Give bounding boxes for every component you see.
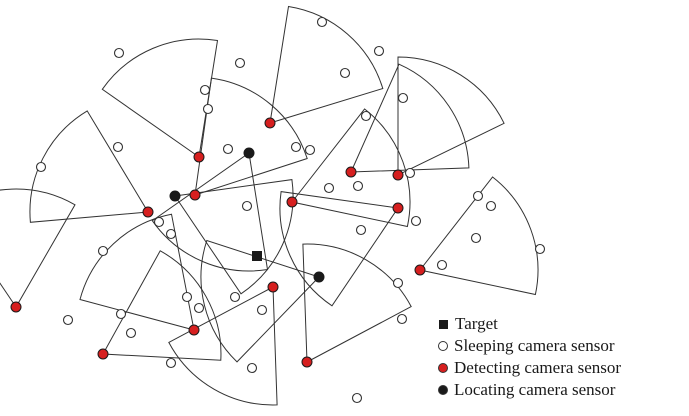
sleeping-sensor-1 [113, 47, 125, 59]
sleeping-sensor-11 [202, 103, 214, 115]
sleeping-sensor-25 [436, 259, 448, 271]
sensing-sector-5 [269, 5, 384, 124]
legend-label-detecting: Detecting camera sensor [454, 358, 622, 377]
locating-camera-16 [243, 147, 255, 159]
sleeping-sensor-32 [181, 291, 193, 303]
sleeping-sensor-6 [360, 110, 372, 122]
target-square-icon [439, 319, 448, 329]
sleeping-sensor-16 [241, 200, 253, 212]
target-marker-group [252, 251, 262, 261]
sleeping-sensor-7 [397, 92, 409, 104]
sleeping-sensor-30 [62, 314, 74, 326]
sleeping-sensor-24 [355, 224, 367, 236]
sensing-sector-13 [79, 213, 195, 331]
legend-item-sleeping: Sleeping camera sensor [438, 335, 686, 357]
legend-item-locating: Locating camera sensor [438, 379, 686, 401]
sensing-sector-1 [0, 188, 76, 308]
active-cameras [10, 117, 426, 368]
sleeping-sensors [35, 16, 546, 404]
sleeping-sensor-8 [112, 141, 124, 153]
sensing-sector-14 [102, 250, 222, 361]
sleeping-sensor-17 [352, 180, 364, 192]
sensing-sector-8 [397, 56, 505, 176]
legend-item-detecting: Detecting camera sensor [438, 357, 686, 379]
detecting-camera-3 [193, 151, 205, 163]
legend: Target Sleeping camera sensor Detecting … [438, 313, 686, 401]
sleeping-sensor-9 [35, 161, 47, 173]
sleeping-sensor-2 [234, 57, 246, 69]
detecting-camera-13 [188, 324, 200, 336]
sleeping-sensor-27 [153, 216, 165, 228]
sleeping-sensor-34 [165, 357, 177, 369]
locating-camera-17 [313, 271, 325, 283]
sensing-sector-11 [302, 243, 412, 363]
sleeping-sensor-40 [351, 392, 363, 404]
sensing-sector-3 [101, 38, 219, 158]
sleeping-sensor-19 [472, 190, 484, 202]
sleeping-sensor-12 [222, 143, 234, 155]
sleeping-sensor-33 [193, 302, 205, 314]
sensing-sector-4 [194, 77, 308, 196]
legend-item-target: Target [438, 313, 686, 335]
sleeping-sensor-37 [392, 277, 404, 289]
detecting-camera-11 [301, 356, 313, 368]
sleeping-sensor-35 [229, 291, 241, 303]
sleeping-sensor-28 [97, 245, 109, 257]
sensing-sector-7 [350, 63, 470, 173]
sensing-sector-12 [168, 286, 278, 406]
detecting-camera-5 [264, 117, 276, 129]
sensing-sector-15 [174, 179, 294, 295]
detecting-sensor-circle-icon [438, 363, 448, 373]
sleeping-sensor-23 [410, 215, 422, 227]
sleeping-sensor-20 [485, 200, 497, 212]
sleeping-sensor-3 [316, 16, 328, 28]
sleeping-sensor-5 [373, 45, 385, 57]
sleeping-sensor-38 [396, 313, 408, 325]
sleeping-sensor-21 [470, 232, 482, 244]
sleeping-sensor-31 [125, 327, 137, 339]
legend-label-sleeping: Sleeping camera sensor [454, 336, 615, 355]
legend-label-locating: Locating camera sensor [454, 380, 616, 399]
detecting-camera-14 [97, 348, 109, 360]
sensing-sector-17 [200, 239, 320, 363]
sleeping-sensor-29 [115, 308, 127, 320]
sleeping-sensor-39 [246, 362, 258, 374]
sensing-sector-6 [291, 108, 411, 228]
detecting-camera-7 [345, 166, 357, 178]
sleeping-sensor-26 [165, 228, 177, 240]
detecting-camera-8 [392, 169, 404, 181]
sleeping-sensor-10 [199, 84, 211, 96]
sensing-sector-2 [29, 110, 149, 223]
sleeping-sensor-22 [534, 243, 546, 255]
detecting-camera-2 [142, 206, 154, 218]
sleeping-sensor-14 [304, 144, 316, 156]
detecting-camera-12 [267, 281, 279, 293]
locating-sensor-circle-icon [438, 385, 448, 395]
sensing-sector-16 [151, 152, 269, 272]
sensing-sector-10 [419, 176, 539, 296]
sleeping-sensor-15 [323, 182, 335, 194]
sleeping-sensor-13 [290, 141, 302, 153]
sensing-sector-9 [279, 191, 399, 307]
detecting-camera-4 [189, 189, 201, 201]
sensing-sectors [0, 5, 539, 406]
sleeping-sensor-4 [339, 67, 351, 79]
detecting-camera-9 [392, 202, 404, 214]
legend-label-target: Target [455, 314, 498, 333]
detecting-camera-6 [286, 196, 298, 208]
sleeping-sensor-circle-icon [438, 341, 448, 351]
sleeping-sensor-18 [404, 167, 416, 179]
sleeping-sensor-36 [256, 304, 268, 316]
detecting-camera-1 [10, 301, 22, 313]
target-marker [252, 251, 262, 261]
detecting-camera-10 [414, 264, 426, 276]
locating-camera-15 [169, 190, 181, 202]
